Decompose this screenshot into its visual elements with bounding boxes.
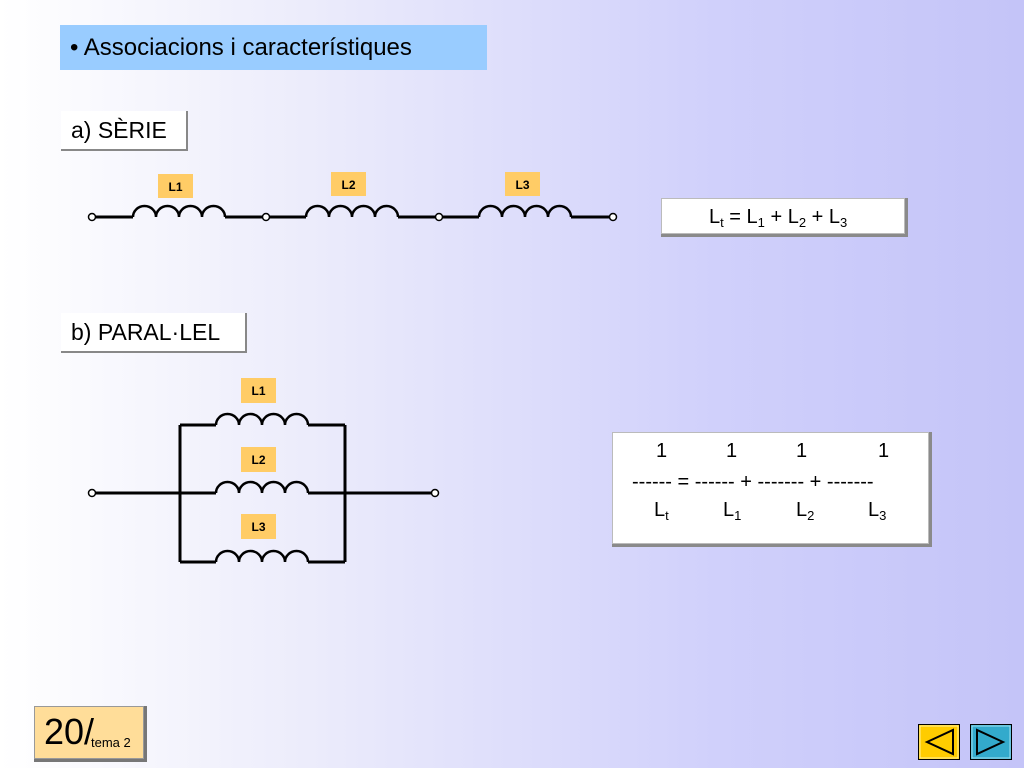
series-tag-l2 <box>331 172 366 196</box>
series-tags: L1 L2 L3 <box>158 172 540 198</box>
series-formula: Lt = L1 + L2 + L3 <box>709 206 848 230</box>
series-tag-l1-text: L1 <box>168 180 182 194</box>
series-tag-l2-text: L2 <box>341 178 355 192</box>
page-indicator: 20/ tema 2 <box>34 706 147 762</box>
parallel-tag-l3-text: L3 <box>251 520 265 534</box>
series-tag-l3 <box>505 172 540 196</box>
series-tag-l1 <box>158 174 193 198</box>
series-formula-box: Lt = L1 + L2 + L3 <box>661 198 908 237</box>
parallel-tags: L1 L2 L3 <box>241 378 276 539</box>
parallel-tag-l3 <box>241 514 276 539</box>
parallel-section-label: b) PARAL·LEL <box>61 313 247 353</box>
parallel-tag-l1 <box>241 378 276 403</box>
parallel-tag-l2 <box>241 447 276 472</box>
next-button[interactable] <box>970 724 1012 760</box>
series-section-label: a) SÈRIE <box>61 111 188 151</box>
parallel-circuit <box>87 412 440 564</box>
page-subtitle: tema 2 <box>91 735 131 750</box>
page-number: 20/ <box>44 711 95 752</box>
series-tag-l3-text: L3 <box>515 178 529 192</box>
page-title: • Associacions i característiques <box>60 25 487 70</box>
triangle-right-icon <box>976 728 1006 756</box>
parallel-formula-box: 1 1 1 1 ------ = ------ + ------- + ----… <box>612 432 932 547</box>
series-circuit <box>87 204 618 222</box>
triangle-left-icon <box>924 728 954 756</box>
prev-button[interactable] <box>918 724 960 760</box>
parallel-tag-l1-text: L1 <box>251 384 265 398</box>
parallel-tag-l2-text: L2 <box>251 453 265 467</box>
